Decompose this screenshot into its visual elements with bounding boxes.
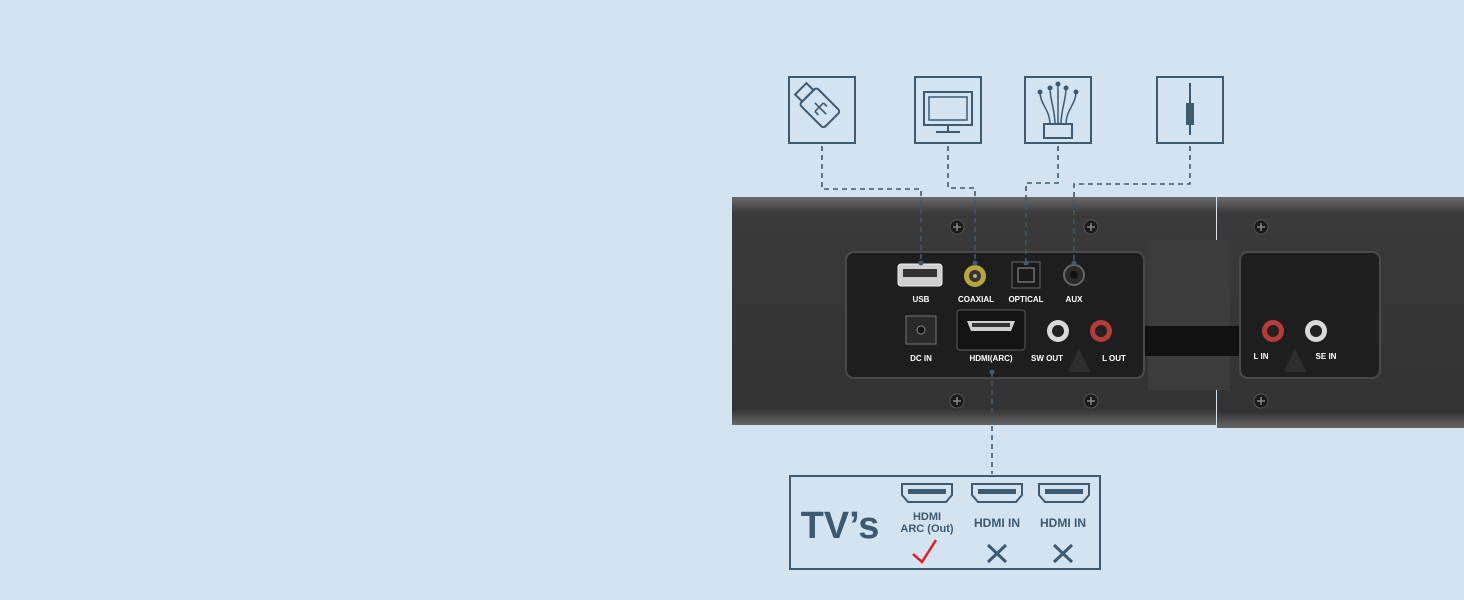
hdmi-arc-port [956,309,1026,351]
tv-option-1-line2: ARC (Out) [900,523,953,535]
divider-wedge [1068,348,1090,372]
screw-icon [1083,393,1099,409]
optical-label: OPTICAL [1008,295,1043,304]
screw-icon [949,393,965,409]
dc-in-port [905,315,937,345]
hdmi-port-icon [901,483,953,503]
usb-label: USB [913,295,930,304]
l-in-label: L IN [1254,352,1269,361]
l-out-port [1090,320,1112,342]
se-in-label: SE IN [1316,352,1337,361]
se-in-port [1305,320,1327,342]
coaxial-port [964,265,986,287]
aux-label: AUX [1066,295,1084,304]
tv-icon [914,76,982,144]
tv-compatibility-box: TV’s HDMI ARC (Out) HDMI IN HDMI IN [789,475,1101,570]
tv-option-2-line1: HDMI IN [974,516,1020,530]
tv-option-3-line1: HDMI IN [1040,516,1086,530]
optical-port [1011,261,1041,289]
screw-icon [1083,219,1099,235]
tv-option-1-line1: HDMI [913,511,941,523]
optical-fiber-icon [1024,76,1092,144]
hdmi-port-icon [971,483,1023,503]
tv-box-title: TV’s [801,505,880,547]
aux-port [1063,264,1085,286]
sw-out-port [1047,320,1069,342]
coaxial-label: COAXIAL [958,295,994,304]
usb-drive-icon [788,76,856,144]
soundbar-body [732,197,1464,428]
l-in-port [1262,320,1284,342]
hdmi-arc-label: HDMI(ARC) [969,354,1012,363]
dc-in-label: DC IN [910,354,932,363]
screw-icon [1253,219,1269,235]
hdmi-port-icon [1038,483,1090,503]
cross-icon [986,543,1008,564]
check-icon [912,539,938,564]
divider-wedge [1284,348,1306,372]
cross-icon [1052,543,1074,564]
sw-out-label: SW OUT [1031,354,1063,363]
screw-icon [949,219,965,235]
l-out-label: L OUT [1102,354,1126,363]
screw-icon [1253,393,1269,409]
aux-jack-icon [1156,76,1224,144]
usb-port [897,263,943,287]
connector-lines [821,146,1191,474]
